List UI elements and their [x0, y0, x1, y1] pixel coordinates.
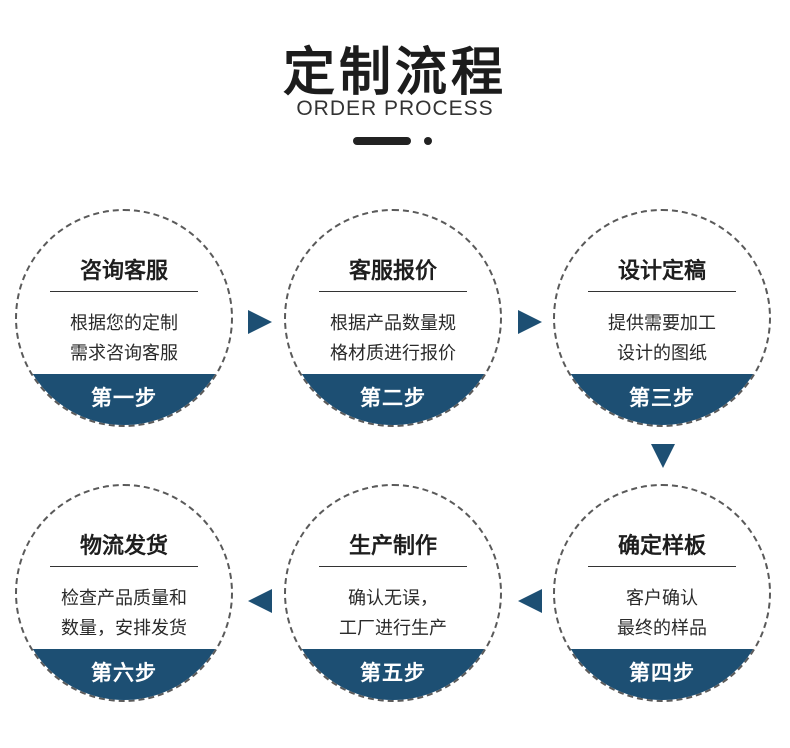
step-description-line-1: 根据您的定制 [70, 313, 178, 334]
arrow-right-icon [248, 310, 272, 334]
step-divider [588, 291, 736, 292]
step-title: 咨询客服 [79, 259, 168, 284]
step-circle: 物流发货 检查产品质量和 数量，安排发货 第六步 [15, 484, 233, 702]
step-card-1: 咨询客服 根据您的定制 需求咨询客服 第一步 [15, 209, 233, 427]
step-description-line-1: 检查产品质量和 [61, 588, 187, 609]
step-badge-band: 第三步 [555, 374, 769, 425]
step-card-3: 设计定稿 提供需要加工 设计的图纸 第三步 [553, 209, 771, 427]
step-description-line-2: 数量，安排发货 [61, 618, 187, 639]
step-divider [588, 566, 736, 567]
step-title: 确定样板 [617, 534, 706, 559]
page-title: 定制流程 [282, 43, 507, 103]
step-badge-band: 第四步 [555, 649, 769, 700]
step-divider [319, 566, 467, 567]
step-card-6: 物流发货 检查产品质量和 数量，安排发货 第六步 [15, 484, 233, 702]
step-badge-band: 第一步 [17, 374, 231, 425]
step-badge-band: 第六步 [17, 649, 231, 700]
step-badge-label: 第六步 [91, 661, 157, 685]
step-divider [50, 291, 198, 292]
step-description-line-1: 根据产品数量规 [330, 313, 456, 334]
step-circle: 客服报价 根据产品数量规 格材质进行报价 第二步 [284, 209, 502, 427]
page-subtitle: ORDER PROCESS [296, 97, 494, 120]
step-description-line-1: 提供需要加工 [608, 313, 716, 334]
step-divider [50, 566, 198, 567]
step-card-5: 生产制作 确认无误， 工厂进行生产 第五步 [284, 484, 502, 702]
step-badge-label: 第一步 [91, 386, 157, 410]
step-card-2: 客服报价 根据产品数量规 格材质进行报价 第二步 [284, 209, 502, 427]
arrow-right-icon [518, 310, 542, 334]
step-description-line-1: 确认无误， [348, 588, 438, 609]
step-circle: 确定样板 客户确认 最终的样品 第四步 [553, 484, 771, 702]
step-description-line-2: 格材质进行报价 [330, 343, 456, 364]
step-badge-band: 第二步 [286, 374, 500, 425]
title-underline-dot [424, 137, 432, 145]
step-description-line-2: 最终的样品 [617, 618, 707, 639]
arrow-left-icon [248, 589, 272, 613]
step-badge-label: 第四步 [629, 661, 695, 685]
step-title: 生产制作 [348, 534, 437, 559]
step-description-line-2: 设计的图纸 [617, 343, 707, 364]
step-card-4: 确定样板 客户确认 最终的样品 第四步 [553, 484, 771, 702]
step-badge-label: 第三步 [629, 386, 695, 410]
step-title: 客服报价 [348, 259, 437, 284]
step-description-line-2: 工厂进行生产 [339, 618, 447, 639]
step-badge-label: 第二步 [360, 386, 426, 410]
title-underline-bar [353, 137, 411, 145]
step-title: 物流发货 [79, 534, 168, 559]
arrow-down-icon [651, 444, 675, 468]
step-circle: 咨询客服 根据您的定制 需求咨询客服 第一步 [15, 209, 233, 427]
step-divider [319, 291, 467, 292]
step-badge-label: 第五步 [360, 661, 426, 685]
step-badge-band: 第五步 [286, 649, 500, 700]
step-title: 设计定稿 [617, 259, 706, 284]
step-description-line-1: 客户确认 [626, 588, 698, 609]
step-circle: 生产制作 确认无误， 工厂进行生产 第五步 [284, 484, 502, 702]
step-description-line-2: 需求咨询客服 [70, 343, 178, 364]
step-circle: 设计定稿 提供需要加工 设计的图纸 第三步 [553, 209, 771, 427]
arrow-left-icon [518, 589, 542, 613]
